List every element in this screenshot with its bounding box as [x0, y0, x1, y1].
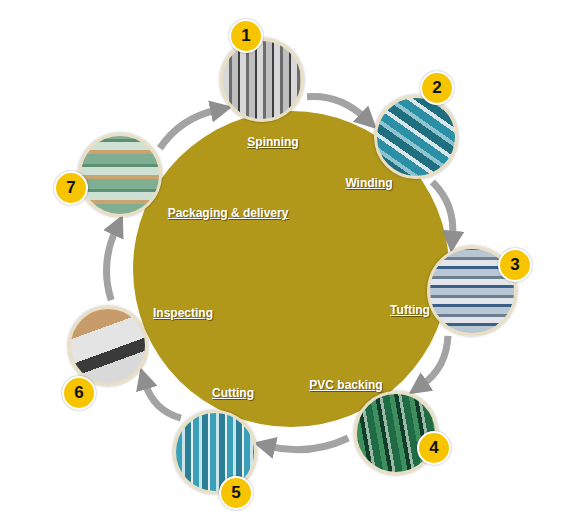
- flow-arrow: [145, 383, 181, 419]
- step-label: Inspecting: [153, 306, 213, 320]
- callout-number: 5: [219, 476, 253, 510]
- flow-arrow: [269, 438, 349, 450]
- process-photo-circle: 7Packaging & delivery: [78, 133, 162, 217]
- step-label: Spinning: [247, 135, 298, 149]
- process-photo-circle: 5Cutting: [173, 410, 257, 494]
- process-photo-circle: 6Inspecting: [68, 306, 148, 386]
- step-label: PVC backing: [309, 378, 382, 392]
- step-label: Packaging & delivery: [168, 206, 289, 220]
- process-photo-circle: 4PVC backing: [354, 391, 438, 475]
- process-photo-circle: 1Spinning: [220, 38, 304, 122]
- flow-arrow: [160, 110, 217, 148]
- process-photo-circle: 2Winding: [374, 95, 458, 179]
- callout-number: 2: [420, 71, 454, 105]
- flow-arrow: [421, 336, 447, 385]
- process-photo-circle: 3Tufting: [427, 246, 517, 336]
- flow-arrow: [307, 96, 365, 118]
- callout-number: 4: [417, 431, 451, 465]
- flow-arrow: [432, 182, 452, 237]
- callout-number: 3: [498, 248, 532, 282]
- step-label: Cutting: [212, 386, 254, 400]
- step-label: Tufting: [390, 303, 430, 317]
- flow-arrow: [106, 229, 116, 300]
- step-label: Winding: [345, 176, 392, 190]
- callout-number: 7: [54, 171, 88, 205]
- callout-number: 1: [229, 19, 263, 53]
- callout-number: 6: [62, 376, 96, 410]
